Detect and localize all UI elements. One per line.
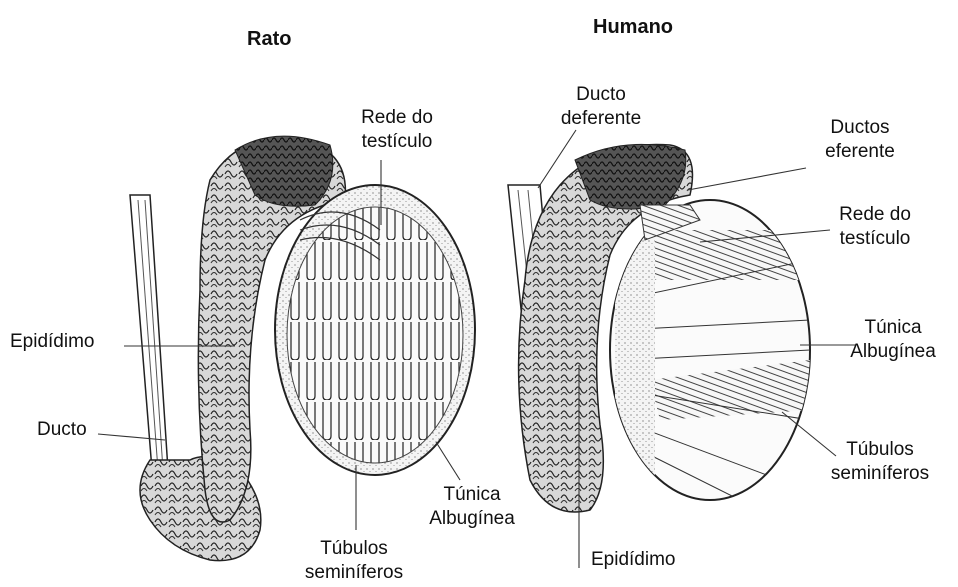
- human-title: Humano: [593, 16, 673, 39]
- human-rete-testis-label: Rede do testículo: [815, 203, 935, 251]
- human-efferent-ducts-label: Ductos eferente: [800, 116, 920, 164]
- rat-tubules-line1: Túbulos: [294, 537, 414, 561]
- human-vas-deferens-line2: deferente: [546, 107, 656, 131]
- rat-seminiferous-tubules: [287, 207, 463, 463]
- rat-tunica-line2: Albugínea: [412, 507, 532, 531]
- rat-rete-testis-label: Rede do testículo: [332, 106, 462, 154]
- rat-duct: [130, 195, 168, 470]
- rat-duct-label: Ducto: [37, 418, 87, 442]
- human-tubules-line1: Túbulos: [815, 438, 945, 462]
- human-efferent-line1: Ductos: [800, 116, 920, 140]
- human-tunica-label: Túnica Albugínea: [833, 316, 953, 364]
- rat-tubules-line2: seminíferos: [294, 561, 414, 585]
- human-vas-deferens-label: Ducto deferente: [546, 83, 656, 131]
- rat-epididymis-label: Epidídimo: [10, 330, 95, 354]
- human-illustration: [508, 130, 856, 568]
- human-tubules-line2: seminíferos: [815, 462, 945, 486]
- human-efferent-line2: eferente: [800, 140, 920, 164]
- human-tunica-line1: Túnica: [833, 316, 953, 340]
- rat-title: Rato: [247, 28, 291, 51]
- human-tubules-label: Túbulos seminíferos: [815, 438, 945, 486]
- human-rete-testis-line2: testículo: [815, 227, 935, 251]
- human-tunica-line2: Albugínea: [833, 340, 953, 364]
- rat-tubules-label: Túbulos seminíferos: [294, 537, 414, 585]
- rat-rete-testis-line1: Rede do: [332, 106, 462, 130]
- human-epididymis-label: Epidídimo: [591, 548, 676, 572]
- human-rete-testis-line1: Rede do: [815, 203, 935, 227]
- rat-rete-testis-line2: testículo: [332, 130, 462, 154]
- rat-tunica-label: Túnica Albugínea: [412, 483, 532, 531]
- rat-tunica-line1: Túnica: [412, 483, 532, 507]
- human-vas-deferens-line1: Ducto: [546, 83, 656, 107]
